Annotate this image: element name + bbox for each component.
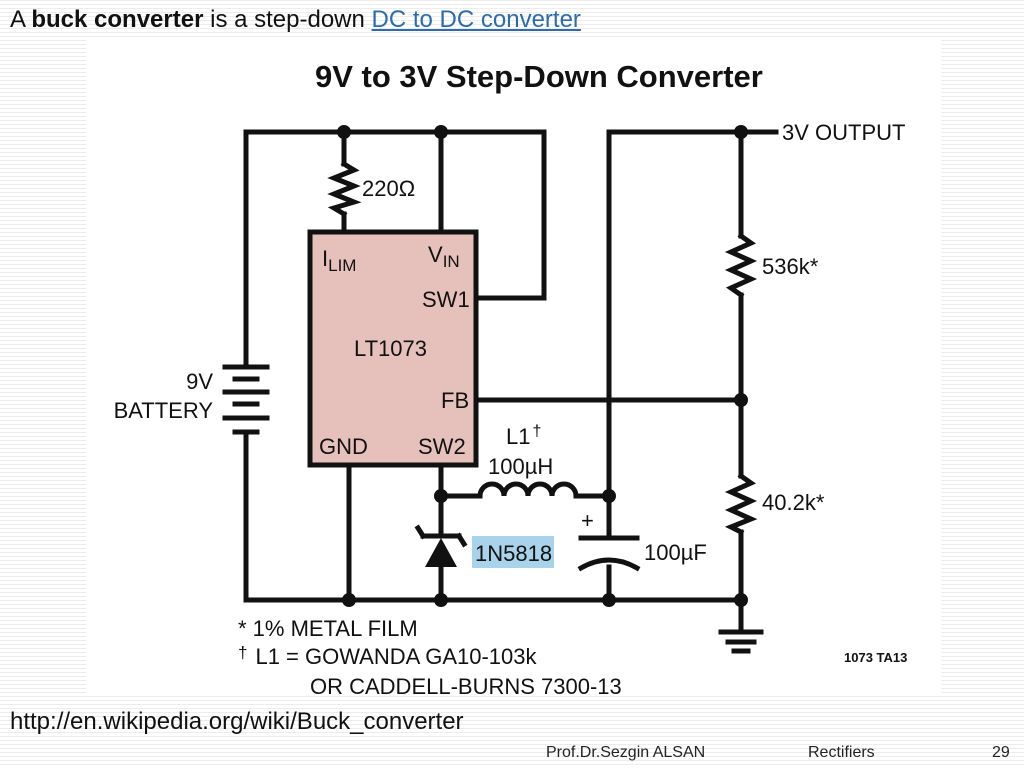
- inductor-symbol: [477, 481, 579, 499]
- lt1073-chip: [307, 229, 479, 468]
- dc-dc-converter-link[interactable]: DC to DC converter: [371, 6, 581, 33]
- note-inductor-alt: OR CADDELL-BURNS 7300-13: [310, 674, 622, 696]
- schottky-diode-symbol: [414, 524, 468, 567]
- pin-sw1-label: SW1: [422, 287, 470, 312]
- diode-highlight: [472, 536, 554, 568]
- resistor-ilim-symbol: [327, 160, 362, 218]
- heading-prefix: A: [10, 6, 32, 33]
- ic-name-label: LT1073: [354, 336, 427, 361]
- capacitor-label: 100µF: [644, 540, 707, 565]
- footer-author: Prof.Dr.Sezgin ALSAN: [546, 744, 706, 761]
- inductor-value-label: 100µH: [488, 454, 553, 479]
- resistor-536k-symbol: [724, 232, 758, 299]
- battery-label: BATTERY: [114, 398, 214, 423]
- heading-bold-term: buck converter: [31, 6, 204, 33]
- junction-dots: [337, 125, 748, 607]
- buck-converter-schematic: 9V to 3V Step-Down Converter: [114, 59, 908, 696]
- output-label: 3V OUTPUT: [782, 120, 905, 145]
- capacitor-polarity: +: [581, 508, 594, 533]
- page-number: 29: [992, 744, 1010, 761]
- resistor-ilim-label: 220Ω: [362, 176, 415, 201]
- battery-symbol: [222, 364, 270, 435]
- pin-ilim-label: ILIM: [322, 246, 356, 275]
- capacitor-symbol: [577, 535, 641, 572]
- pin-vin-label: VIN: [428, 242, 460, 271]
- figure-code: 1073 TA13: [844, 650, 907, 665]
- heading-mid: is a step-down: [203, 6, 372, 33]
- footer-topic: Rectifiers: [808, 744, 875, 761]
- circuit-figure: 9V to 3V Step-Down Converter: [86, 40, 941, 696]
- source-url[interactable]: http://en.wikipedia.org/wiki/Buck_conver…: [10, 708, 464, 735]
- diode-label: 1N5818: [475, 541, 552, 566]
- resistor-40k-symbol: [724, 472, 758, 536]
- pin-fb-label: FB: [441, 388, 469, 413]
- inductor-name-label: L1†: [506, 423, 541, 449]
- note-inductor-part: †L1 = GOWANDA GA10-103k: [238, 643, 537, 669]
- ground-symbol: [718, 629, 764, 654]
- battery-voltage-label: 9V: [186, 369, 213, 394]
- pin-sw2-label: SW2: [418, 434, 466, 459]
- resistor-536k-label: 536k*: [762, 254, 819, 279]
- note-metal-film: * 1% METAL FILM: [238, 616, 418, 641]
- slide-heading: A buck converter is a step-down DC to DC…: [10, 6, 581, 34]
- diagram-title: 9V to 3V Step-Down Converter: [315, 59, 763, 94]
- pin-gnd-label: GND: [319, 434, 368, 459]
- resistor-40k-label: 40.2k*: [762, 490, 825, 515]
